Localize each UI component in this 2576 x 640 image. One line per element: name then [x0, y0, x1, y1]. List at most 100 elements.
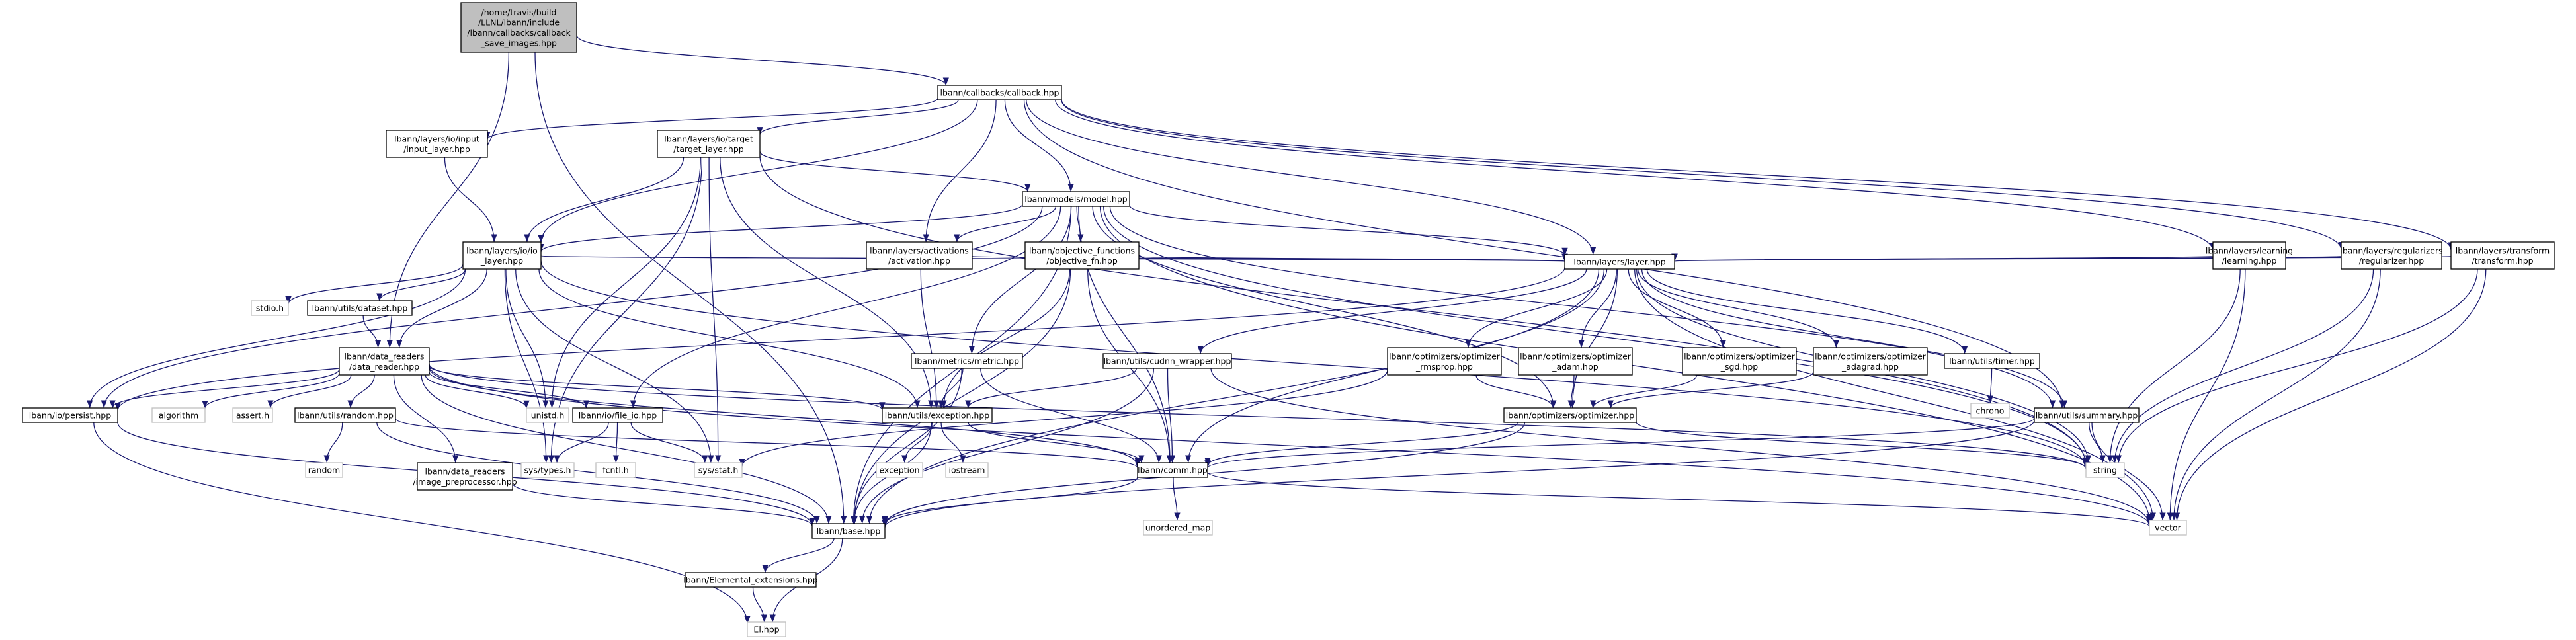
- edge-random_hpp-to-random_std: [323, 422, 343, 463]
- edge-layer-to-cudnn_wrapper: [1197, 268, 1587, 354]
- node-layer[interactable]: lbann/layers/layer.hpp: [1564, 254, 1675, 270]
- node-box: [1503, 407, 1637, 423]
- node-persist[interactable]: lbann/io/persist.hpp: [22, 407, 118, 423]
- node-target-layer[interactable]: lbann/layers/io/target/target_layer.hpp: [657, 130, 761, 158]
- edge-objective_fn-to-base: [851, 268, 1071, 524]
- node-label-line: lbann/utils/random.hpp: [297, 411, 394, 420]
- edge-adam-to-optimizer: [1567, 374, 1575, 409]
- node-input-layer[interactable]: lbann/layers/io/input/input_layer.hpp: [386, 130, 488, 158]
- node-callback-save-images[interactable]: /home/travis/build/LLNL/lbann/include/lb…: [460, 2, 577, 53]
- node-comm[interactable]: lbann/comm.hpp: [1137, 462, 1208, 478]
- node-label-line: iostream: [949, 465, 985, 475]
- node-adam[interactable]: lbann/optimizers/optimizer_adam.hpp: [1518, 347, 1633, 376]
- node-label-line: /target_layer.hpp: [673, 144, 744, 154]
- edge-callback-to-model: [1004, 99, 1074, 192]
- node-sys-stat: sys/stat.h: [694, 462, 743, 478]
- node-label-line: lbann/layers/layer.hpp: [1573, 257, 1665, 267]
- node-image-preprocessor[interactable]: lbann/data_readers/image_preprocessor.hp…: [413, 462, 517, 491]
- node-chrono: chrono: [1970, 403, 2010, 419]
- edge-activation-to-exception: [920, 268, 940, 409]
- node-activation[interactable]: lbann/layers/activations/activation.hpp: [866, 241, 973, 270]
- node-exception[interactable]: lbann/utils/exception.hpp: [882, 407, 993, 423]
- node-objective-fn[interactable]: lbann/objective_functions/objective_fn.h…: [1024, 241, 1140, 270]
- edge-exception-to-exception_std: [901, 422, 933, 463]
- edge-callback-to-io_layer: [538, 99, 978, 243]
- node-cudnn-wrapper[interactable]: lbann/utils/cudnn_wrapper.hpp: [1102, 353, 1232, 369]
- node-box: [151, 407, 206, 423]
- edge-cudnn_wrapper-to-exception: [965, 368, 1137, 409]
- edge-callback-to-transform: [1061, 99, 2454, 251]
- node-regularizer[interactable]: lbann/layers/regularizers/regularizer.hp…: [2340, 241, 2443, 270]
- node-label-line: lbann/optimizers/optimizer: [1520, 351, 1632, 361]
- node-box: [2034, 407, 2140, 423]
- node-rmsprop[interactable]: lbann/optimizers/optimizer_rmsprop.hpp: [1387, 347, 1502, 376]
- node-label-line: _sgd.hpp: [1720, 362, 1758, 372]
- edge-data_reader-to-exception: [429, 365, 886, 411]
- node-label-line: _rmsprop.hpp: [1415, 362, 1473, 372]
- edge-io_layer-to-unistd: [505, 268, 549, 409]
- edge-layer-to-vector: [1634, 268, 2156, 521]
- node-base[interactable]: lbann/base.hpp: [811, 523, 886, 539]
- edge-sgd-to-optimizer: [1589, 374, 1698, 409]
- node-label-line: lbann/layers/learning: [2206, 245, 2293, 255]
- edge-metric-to-exception: [938, 368, 964, 409]
- node-label-line: lbann/layers/activations: [870, 245, 969, 255]
- node-label-line: lbann/optimizers/optimizer: [1684, 351, 1796, 361]
- node-box: [526, 407, 569, 423]
- node-callback[interactable]: lbann/callbacks/callback.hpp: [937, 85, 1062, 100]
- edge-cudnn_wrapper-to-vector: [1210, 368, 2153, 525]
- node-random-std: random: [305, 462, 343, 478]
- node-label-line: lbann/utils/dataset.hpp: [312, 303, 408, 313]
- edge-optimizer-to-string: [1636, 422, 2089, 469]
- node-label-line: random: [308, 465, 340, 475]
- edge-data_reader-to-file_io: [429, 371, 589, 409]
- node-box: [1944, 353, 2040, 369]
- edge-layer-to-rmsprop: [1465, 268, 1608, 348]
- node-unordered-map: unordered_map: [1143, 520, 1213, 536]
- edge-learning-to-string: [2106, 268, 2241, 463]
- node-label-line: stdio.h: [256, 303, 284, 313]
- edge-persist-to-el: [93, 422, 751, 624]
- node-label-line: lbann/data_readers: [344, 351, 424, 361]
- node-metric[interactable]: lbann/metrics/metric.hpp: [911, 353, 1023, 369]
- node-dataset[interactable]: lbann/utils/dataset.hpp: [307, 300, 413, 316]
- edge-comm-to-vector: [1207, 471, 2153, 527]
- edge-layer-to-optimizer: [1569, 268, 1618, 409]
- node-summary[interactable]: lbann/utils/summary.hpp: [2034, 407, 2140, 423]
- node-label-line: _adam.hpp: [1552, 362, 1599, 372]
- node-label-line: lbann/layers/transform: [2456, 245, 2550, 255]
- node-timer[interactable]: lbann/utils/timer.hpp: [1944, 353, 2040, 369]
- node-random-hpp[interactable]: lbann/utils/random.hpp: [294, 407, 396, 423]
- node-box: [811, 523, 886, 539]
- node-box: [911, 353, 1023, 369]
- node-label-line: /LLNL/lbann/include: [478, 17, 560, 27]
- node-box: [1387, 347, 1502, 376]
- node-label-line: _save_images.hpp: [480, 38, 557, 48]
- node-label-line: exception: [879, 465, 919, 475]
- edge-callback-to-learning: [1055, 99, 2216, 251]
- node-box: [460, 2, 577, 53]
- node-label-line: /learning.hpp: [2222, 256, 2277, 266]
- edge-model-to-metric: [968, 206, 1072, 354]
- edge-model-to-string: [1103, 206, 2089, 465]
- node-elemental-ext[interactable]: lbann/Elemental_extensions.hpp: [683, 572, 818, 588]
- node-box: [251, 300, 289, 316]
- node-label-line: unistd.h: [531, 411, 565, 420]
- node-optimizer[interactable]: lbann/optimizers/optimizer.hpp: [1503, 407, 1637, 423]
- node-adagrad[interactable]: lbann/optimizers/optimizer_adagrad.hpp: [1813, 347, 1928, 376]
- node-sgd[interactable]: lbann/optimizers/optimizer_sgd.hpp: [1682, 347, 1797, 376]
- node-learning[interactable]: lbann/layers/learning/learning.hpp: [2206, 241, 2293, 270]
- edge-model-to-persist: [101, 206, 1043, 409]
- node-data-reader[interactable]: lbann/data_readers/data_reader.hpp: [339, 347, 430, 376]
- node-io-layer[interactable]: lbann/layers/io/io_layer.hpp: [462, 241, 542, 270]
- node-transform[interactable]: lbann/layers/transform/transform.hpp: [2450, 241, 2555, 270]
- node-box: [462, 241, 542, 270]
- node-box: [339, 347, 430, 376]
- node-unistd: unistd.h: [526, 407, 569, 423]
- node-box: [307, 300, 413, 316]
- node-file-io[interactable]: lbann/io/file_io.hpp: [572, 407, 663, 423]
- node-model[interactable]: lbann/models/model.hpp: [1022, 191, 1130, 207]
- node-box: [1682, 347, 1797, 376]
- node-label-line: lbann/base.hpp: [817, 526, 881, 536]
- node-exception-std: exception: [876, 462, 923, 478]
